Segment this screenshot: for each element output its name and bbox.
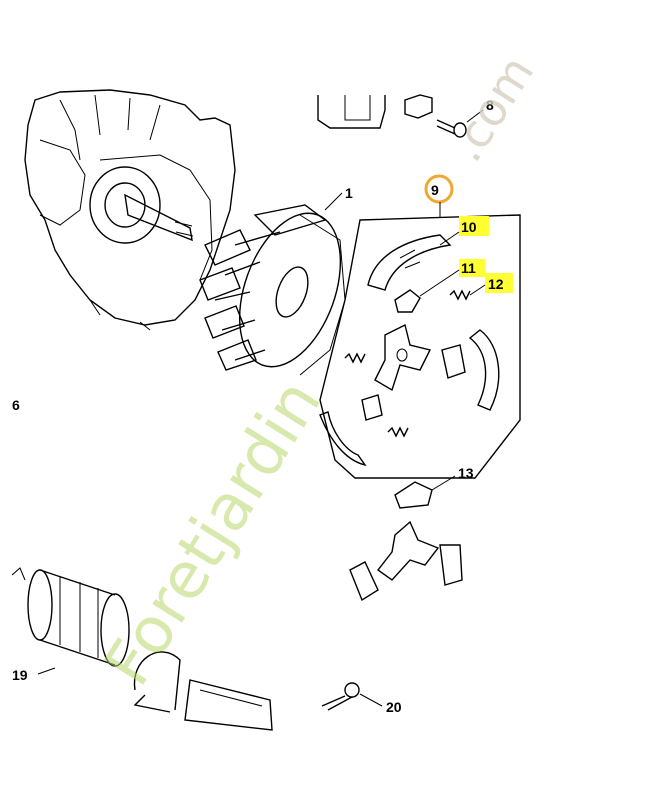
spring-bottom [387,426,409,438]
label-part-10: 10 [461,219,477,235]
clutch-shoe-right [468,329,500,411]
label-part-6: 6 [12,397,20,413]
clutch-assembly-frame [319,214,521,479]
clutch-hub-lower [376,520,440,581]
drive-shaft [184,679,273,731]
highlight-box-11 [459,259,485,277]
label-part-9: 9 [431,182,439,198]
clip-right [441,344,466,379]
label-part-11: 11 [461,260,476,276]
flywheel-1 [199,204,346,376]
label-part-1: 1 [345,185,353,201]
clip-lower-right [439,544,463,586]
label-part-13: 13 [458,465,474,481]
clutch-drum-19 [11,567,130,667]
label-part-19: 19 [12,667,28,683]
engine-crankcase [24,89,236,331]
label-part-20: 20 [386,699,402,715]
retaining-spring [133,651,181,713]
screw-20 [321,682,360,711]
clip-left [361,394,383,421]
spring-12 [449,289,471,301]
highlight-circle-9 [424,174,454,204]
highlight-box-12 [485,273,513,293]
clip-13 [394,481,433,509]
clutch-hub [374,323,432,392]
watermark: Foretjardin .com [91,46,544,698]
screw-8 [436,119,467,138]
clip-11 [394,289,421,313]
bracket-top [317,94,433,129]
label-part-12: 12 [488,276,504,292]
clutch-shoe-10 [367,234,452,291]
watermark-text: Foretjardin [91,367,336,698]
label-part-8: 8 [486,97,494,113]
clip-lower-left [349,561,379,602]
clutch-shoe-left [319,411,367,467]
watermark-suffix: .com [439,46,545,170]
highlight-box-10 [459,216,489,236]
spring-left [344,352,366,364]
